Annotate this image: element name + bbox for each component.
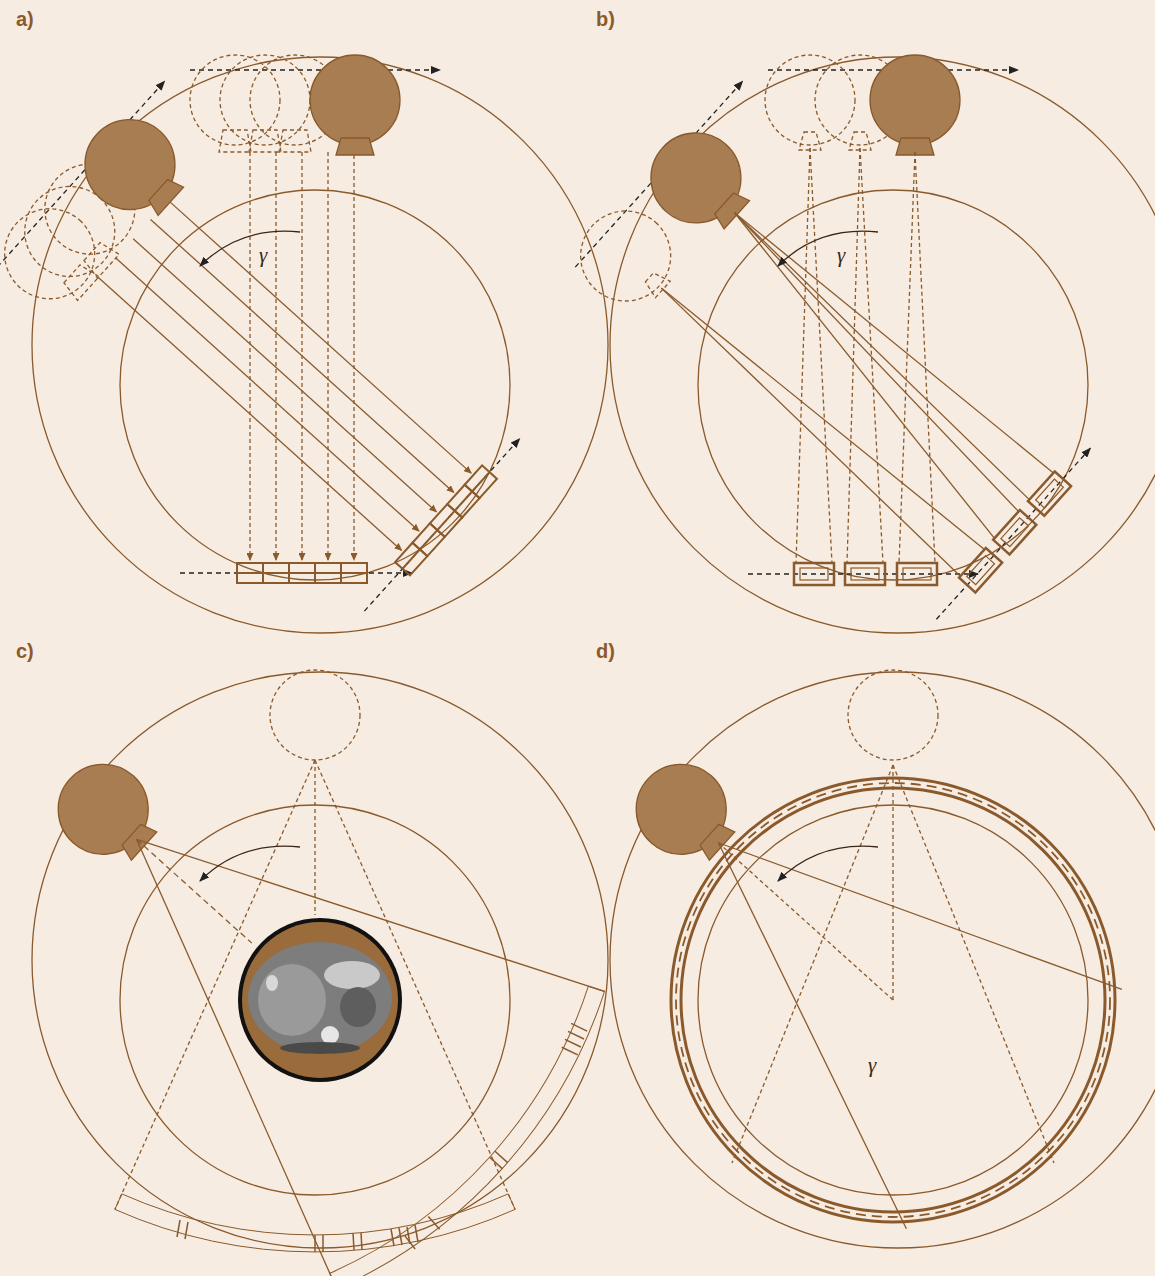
- panel-label: c): [14, 640, 36, 662]
- panel-label: a): [14, 8, 36, 30]
- panel-b-figure: [551, 55, 1155, 633]
- panel-label: d): [594, 640, 617, 662]
- angle-symbol: γ: [835, 244, 847, 267]
- angle-symbol: γ: [866, 1054, 878, 1077]
- panel-a-figure: [0, 55, 608, 633]
- ct-slice-image: [238, 918, 402, 1082]
- panel-c-figure: [0, 630, 636, 1276]
- angle-symbol: γ: [257, 244, 269, 267]
- panel-d-figure: [540, 660, 1155, 1248]
- panel-label: b): [594, 8, 617, 30]
